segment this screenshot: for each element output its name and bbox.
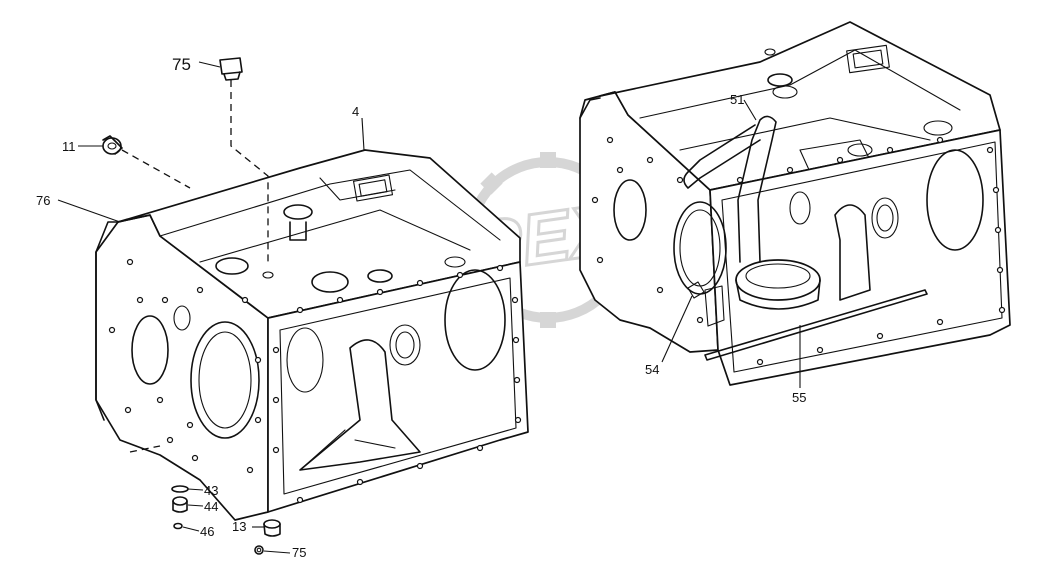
label-44: 44 <box>204 499 218 514</box>
part-13-plug <box>263 519 281 537</box>
label-43: 43 <box>204 483 218 498</box>
leader-54 <box>661 295 693 363</box>
leader-46 <box>182 526 200 532</box>
part-11-plug <box>102 135 123 155</box>
leader-4 <box>361 117 365 151</box>
housing-left <box>95 149 529 521</box>
leader-75 <box>198 61 221 68</box>
leader-76 <box>57 199 121 223</box>
leader-44 <box>187 504 204 507</box>
housing-right <box>579 21 1011 386</box>
label-46: 46 <box>200 524 214 539</box>
assembly-line-75 <box>230 80 269 262</box>
assembly-line-11 <box>121 149 191 189</box>
part-75-plug-top <box>219 57 243 81</box>
label-75-bottom: 75 <box>292 545 306 560</box>
label-11: 11 <box>62 139 76 154</box>
label-76: 76 <box>36 193 50 208</box>
leader-43 <box>187 488 204 491</box>
leader-75b <box>263 550 291 554</box>
label-51: 51 <box>730 92 744 107</box>
label-13: 13 <box>232 519 246 534</box>
part-44-plug <box>172 496 188 513</box>
part-75-plug-bottom <box>254 545 264 555</box>
label-4: 4 <box>352 104 359 119</box>
part-46-washer <box>173 522 183 530</box>
part-43-seal <box>171 485 189 493</box>
label-75-top: 75 <box>172 55 191 74</box>
label-55: 55 <box>792 390 806 405</box>
leader-51 <box>743 99 757 121</box>
assembly-line-bottom <box>129 445 161 453</box>
label-54: 54 <box>645 362 659 377</box>
